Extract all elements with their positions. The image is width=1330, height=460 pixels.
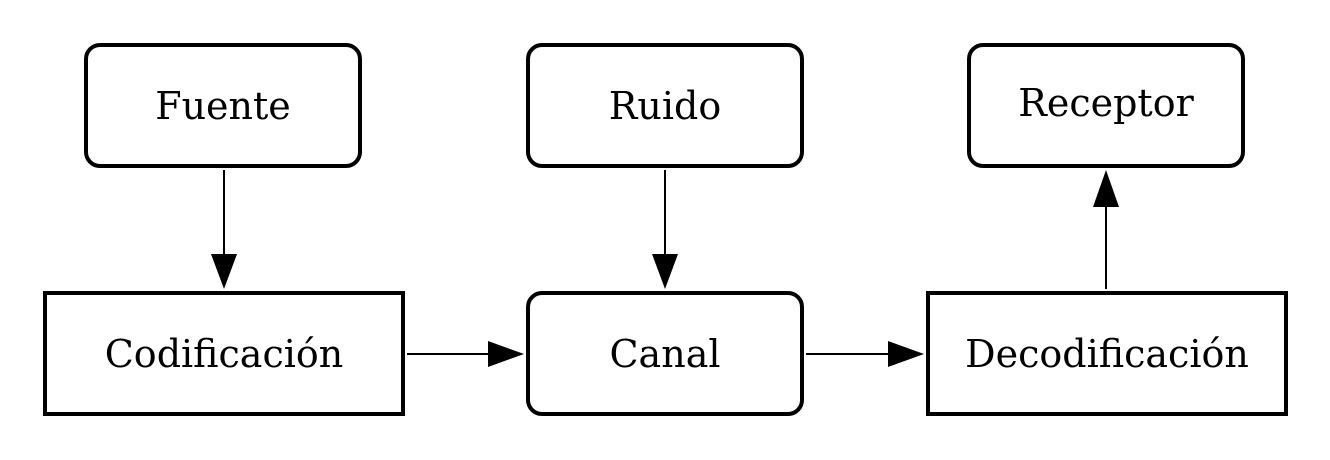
node-decodificacion: Decodificación: [926, 291, 1288, 416]
node-ruido: Ruido: [526, 43, 804, 168]
node-fuente-label: Fuente: [155, 83, 291, 128]
arrow-codificacion-to-canal: [407, 341, 524, 367]
node-ruido-label: Ruido: [608, 83, 722, 128]
node-receptor-label: Receptor: [1018, 80, 1194, 125]
node-canal: Canal: [526, 291, 804, 416]
node-decodificacion-label: Decodificación: [965, 331, 1249, 376]
node-receptor: Receptor: [967, 43, 1245, 168]
node-codificacion-label: Codificación: [104, 331, 344, 376]
arrow-canal-to-decodificacion: [806, 341, 924, 367]
node-canal-label: Canal: [609, 331, 721, 376]
arrow-ruido-to-canal: [652, 170, 678, 289]
node-fuente: Fuente: [84, 43, 362, 168]
arrow-decodificacion-to-receptor: [1093, 170, 1119, 289]
arrow-fuente-to-codificacion: [211, 170, 237, 289]
node-codificacion: Codificación: [43, 291, 405, 416]
